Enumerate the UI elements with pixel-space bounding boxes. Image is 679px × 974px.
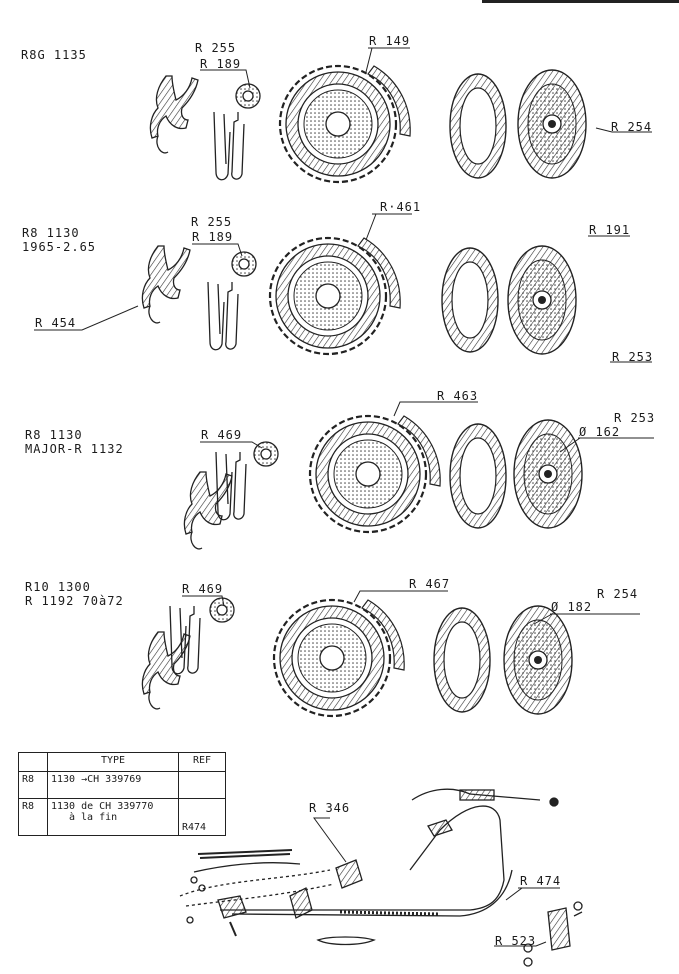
- callout-r463: R 463: [437, 389, 479, 403]
- callout-r191: R 191: [589, 223, 631, 237]
- section-3-title: R8 1130 MAJOR-R 1132: [25, 428, 124, 456]
- table-cell-type: 1130 de CH 339770 à la fin: [47, 798, 179, 836]
- callout-r254: R 254: [597, 587, 639, 601]
- table-row: R8 1130 →CH 339769: [18, 771, 226, 799]
- callout-r474: R 474: [520, 874, 562, 888]
- s1-leader-r149: [365, 47, 410, 73]
- callout-d182: Ø 182: [551, 600, 593, 614]
- s4-release-bearing: [209, 597, 235, 623]
- callout-r469: R 469: [201, 428, 243, 442]
- s2-spring-clips: [207, 281, 239, 351]
- table-row: R8 1130 de CH 339770 à la fin R474: [18, 798, 226, 836]
- s3-friction-ring: [449, 423, 507, 529]
- section-2-title: R8 1130 1965-2.65: [22, 226, 97, 254]
- callout-r454: R 454: [35, 316, 77, 330]
- table-cell-ref: R474: [178, 798, 226, 836]
- s2-friction-ring: [441, 247, 499, 353]
- table-header-model: [18, 752, 48, 772]
- callout-r253: R 253: [614, 411, 656, 425]
- callout-r254: R 254: [611, 120, 653, 134]
- callout-r346: R 346: [309, 801, 351, 815]
- s2-clutch-disc: [507, 245, 577, 355]
- s2-release-bearing: [231, 251, 257, 277]
- s4-friction-ring: [433, 607, 491, 713]
- callout-r189: R 189: [200, 57, 242, 71]
- s1-leader-r189: [200, 69, 251, 89]
- s2-leader-r461: [365, 213, 412, 241]
- clutch-cable-assembly: [179, 788, 583, 967]
- table-cell-type: 1130 →CH 339769: [47, 771, 179, 799]
- callout-r255: R 255: [191, 215, 233, 229]
- s3-spring-clips: [215, 451, 247, 521]
- s2-release-fork: [141, 245, 191, 324]
- section-1-title: R8G 1135: [21, 48, 87, 62]
- s3-pressure-plate: [308, 414, 442, 534]
- s2-leader-r189: [192, 243, 243, 257]
- table-cell-ref: [178, 771, 226, 799]
- table-header-ref: REF: [178, 752, 226, 772]
- table-header-type: TYPE: [47, 752, 179, 772]
- top-edge-line: [482, 0, 679, 3]
- s3-clutch-disc: [513, 419, 583, 529]
- callout-r467: R 467: [409, 577, 451, 591]
- callout-d162: Ø 162: [579, 425, 621, 439]
- s1-release-fork: [149, 75, 199, 154]
- reference-table: TYPE REF R8 1130 →CH 339769 R8 1130 de C…: [18, 752, 226, 836]
- callout-r149: R 149: [369, 34, 411, 48]
- table-cell-model: R8: [18, 771, 48, 799]
- s2-leader-r454: [34, 305, 139, 331]
- s2-pressure-plate: [268, 236, 402, 356]
- table-cell-model: R8: [18, 798, 48, 836]
- s4-leader-r467: [353, 590, 448, 603]
- s1-friction-ring: [449, 73, 507, 179]
- callout-r255: R 255: [195, 41, 237, 55]
- table-header-row: TYPE REF: [18, 752, 226, 772]
- callout-r253: R 253: [612, 350, 654, 364]
- s4-leader-d182: [533, 613, 640, 625]
- s1-clutch-disc: [517, 69, 587, 179]
- s3-leader-r469: [200, 441, 263, 449]
- callout-r469: R 469: [182, 582, 224, 596]
- s1-pressure-plate: [278, 64, 412, 184]
- s3-leader-r463: [393, 401, 478, 417]
- s3-leader-d162: [559, 437, 654, 453]
- s4-leader-r469: [182, 595, 225, 607]
- s4-pressure-plate: [272, 598, 406, 718]
- callout-r461: R·461: [380, 200, 422, 214]
- s1-release-bearing: [235, 83, 261, 109]
- section-4-title: R10 1300 R 1192 70à72: [25, 580, 124, 608]
- s3-release-fork: [183, 471, 233, 550]
- s1-spring-clips: [213, 111, 245, 181]
- s1-leader-r254: [595, 127, 652, 133]
- callout-r189: R 189: [192, 230, 234, 244]
